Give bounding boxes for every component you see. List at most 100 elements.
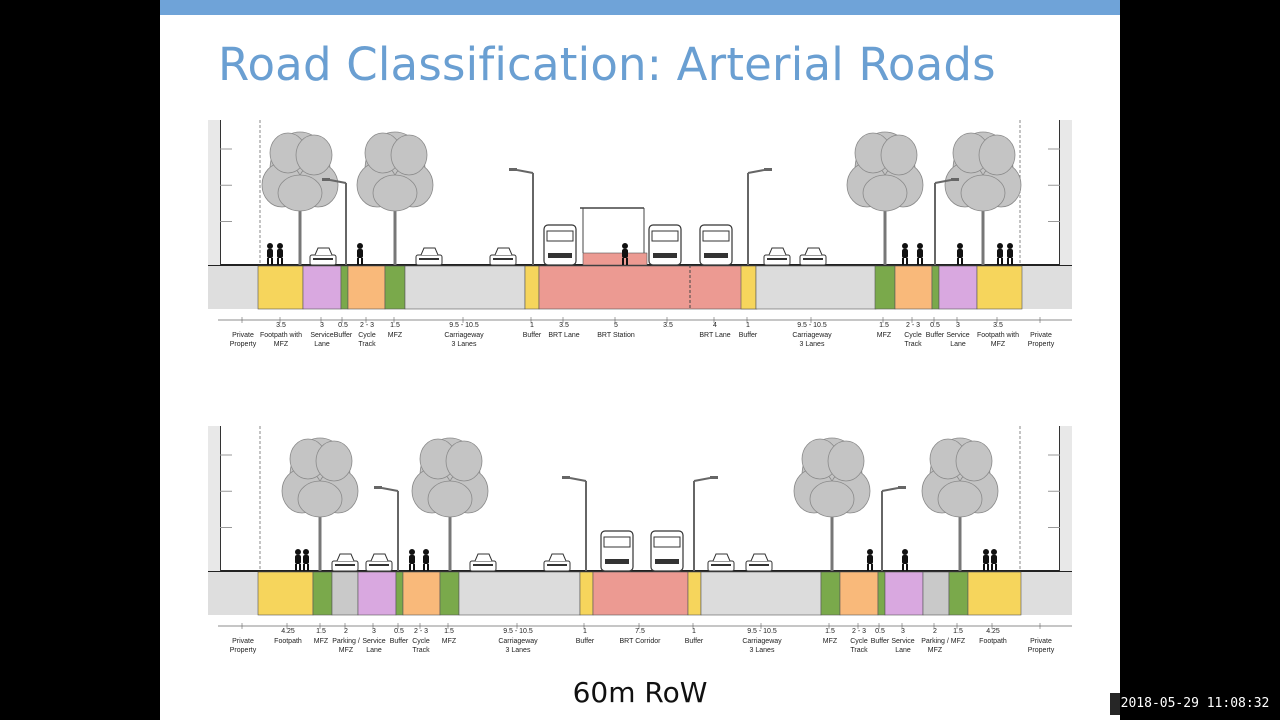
- bus-icon: [543, 224, 577, 266]
- dimension-name: Private: [1030, 638, 1052, 645]
- pedestrian-icon: [303, 549, 309, 571]
- footpath-strip: [740, 265, 757, 310]
- dimension-name: Parking /: [332, 638, 360, 645]
- mfz-strip: [948, 571, 969, 616]
- dimension-name: MFZ: [951, 638, 966, 645]
- car-icon: [763, 247, 791, 266]
- dimension-value: 4.25: [281, 628, 295, 635]
- pedestrian-icon: [902, 549, 908, 571]
- mfz-strip: [820, 571, 841, 616]
- footpath-strip: [579, 571, 594, 616]
- dimension-name: Buffer: [739, 332, 758, 339]
- dimension-value: 5: [614, 322, 618, 329]
- dimension-name: MFZ: [274, 341, 289, 348]
- dimension-value: 0.5: [394, 628, 404, 635]
- dimension-name: BRT Lane: [699, 332, 730, 339]
- dimension-name: Footpath with: [260, 332, 302, 339]
- dimension-name: Lane: [314, 341, 330, 348]
- dimension-value: 1.5: [953, 628, 963, 635]
- dimension-name: Carriageway: [792, 332, 832, 339]
- car-icon: [469, 553, 497, 572]
- dimension-value: 3: [901, 628, 905, 635]
- dimension-value: 0.5: [930, 322, 940, 329]
- tree-icon: [356, 131, 434, 265]
- dimension-name: Track: [850, 647, 868, 654]
- dimension-value: 1: [530, 322, 534, 329]
- tree-icon: [793, 437, 871, 571]
- dimension-value: 7.5: [635, 628, 645, 635]
- streetlight-icon: [562, 476, 587, 571]
- dimension-value: 1: [692, 628, 696, 635]
- carriageway-strip: [700, 571, 822, 616]
- service-lane-strip: [357, 571, 397, 616]
- service-lane-strip: [884, 571, 924, 616]
- dimension-name: Cycle: [412, 638, 430, 645]
- dimension-name: 3 Lanes: [506, 647, 531, 654]
- dimension-value: 3.5: [276, 322, 286, 329]
- dimension-name: MFZ: [388, 332, 403, 339]
- dimension-name: MFZ: [442, 638, 457, 645]
- dimension-value: 1.5: [316, 628, 326, 635]
- dimension-name: Property: [1028, 341, 1055, 348]
- mfz-strip: [877, 571, 886, 616]
- mfz-strip: [340, 265, 349, 310]
- slide: Road Classification: Arterial Roads Priv…: [160, 0, 1120, 720]
- car-icon: [799, 247, 827, 266]
- footpath-strip: [976, 265, 1023, 310]
- dimension-name: Buffer: [926, 332, 945, 339]
- dimension-name: Private: [232, 332, 254, 339]
- dimension-name: Cycle: [850, 638, 868, 645]
- brt-strip: [592, 571, 689, 616]
- dimension-name: Lane: [366, 647, 382, 654]
- pedestrian-icon: [277, 243, 283, 265]
- dimension-value: 9.5 - 10.5: [747, 628, 777, 635]
- dimension-name: MFZ: [314, 638, 329, 645]
- dimension-name: Track: [412, 647, 430, 654]
- dimension-name: Buffer: [390, 638, 409, 645]
- dimension-name: Service: [946, 332, 969, 339]
- pedestrian-icon: [295, 549, 301, 571]
- footpath-strip: [687, 571, 702, 616]
- pedestrian-icon: [991, 549, 997, 571]
- dimension-name: Footpath: [274, 638, 302, 645]
- dimension-name: Track: [904, 341, 922, 348]
- building-edge-icon: [219, 426, 261, 571]
- dimension-name: Carriageway: [444, 332, 484, 339]
- dimension-name: Service: [310, 332, 333, 339]
- dimension-name: Private: [232, 638, 254, 645]
- cross-section-bottom: PrivateProperty4.25Footpath1.5MFZ2Parkin…: [208, 426, 1072, 654]
- dimension-value: 2 - 3: [414, 628, 428, 635]
- dimension-name: Carriageway: [498, 638, 538, 645]
- car-icon: [543, 553, 571, 572]
- tree-icon: [944, 131, 1022, 265]
- slide-accent-bar: [160, 0, 1120, 15]
- dimension-value: 4.25: [986, 628, 1000, 635]
- dimension-label: 3.5: [663, 317, 673, 329]
- bus-icon: [648, 224, 682, 266]
- mfz-strip: [312, 571, 333, 616]
- dimension-name: Property: [230, 647, 257, 654]
- dimension-name: MFZ: [877, 332, 892, 339]
- dimension-value: 3: [320, 322, 324, 329]
- dimension-value: 9.5 - 10.5: [503, 628, 533, 635]
- dimension-name: MFZ: [823, 638, 838, 645]
- pedestrian-icon: [917, 243, 923, 265]
